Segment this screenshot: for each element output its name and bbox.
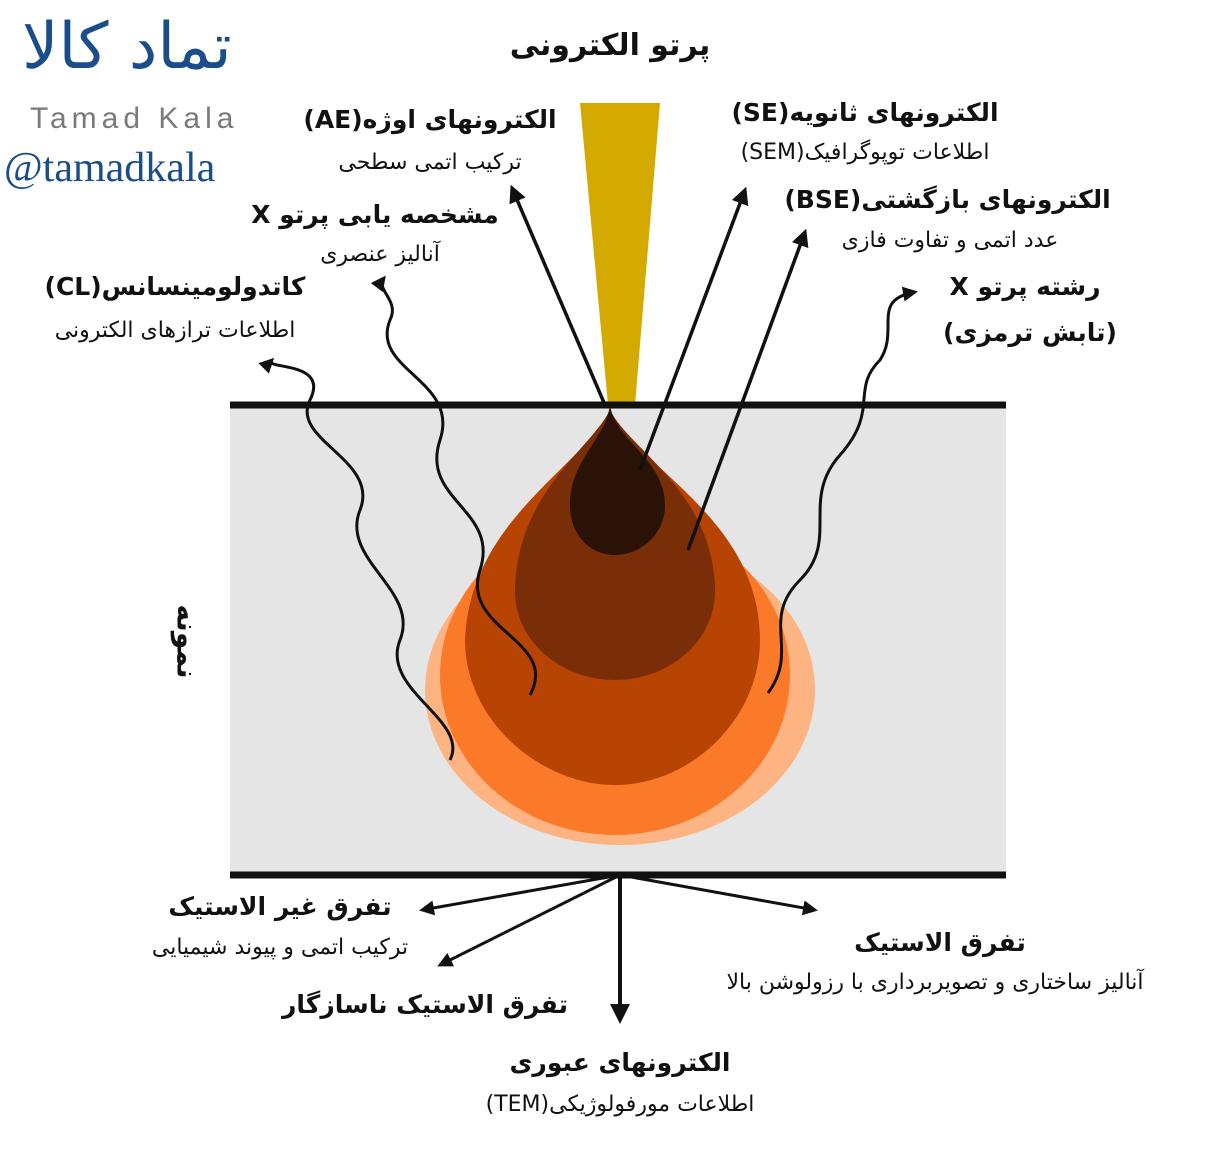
xray-char-info: آنالیز عنصری	[320, 242, 440, 267]
bse-label: الکترونهای بازگشتی(BSE)	[784, 185, 1111, 214]
bse-info: عدد اتمی و تفاوت فازی	[841, 228, 1059, 253]
arrow-elastic	[619, 873, 818, 916]
se-info: اطلاعات توپوگرافیک(SEM)	[740, 140, 990, 165]
logo-handle: @tamadkala	[4, 145, 216, 191]
arrow-incoherent	[437, 873, 621, 967]
logo-latin: Tamad Kala	[30, 102, 239, 135]
cl-info: اطلاعات ترازهای الکترونی	[54, 318, 296, 343]
elastic-label: تفرق الاستیک	[854, 928, 1026, 957]
se-label: الکترونهای ثانویه(SE)	[731, 98, 999, 127]
electron-beam	[580, 103, 660, 405]
sample-label: نمونه	[170, 604, 204, 679]
arrow-auger	[509, 184, 607, 406]
cl-label: کاتدولومینسانس(CL)	[44, 272, 306, 301]
arrow-se	[638, 186, 749, 471]
wave-brems	[766, 286, 918, 694]
xray-char-label: مشخصه یابی پرتو X	[251, 200, 499, 229]
arrow-bse	[686, 228, 809, 551]
diagram-title: پرتو الکترونی	[509, 28, 711, 63]
transmitted-info: اطلاعات مورفولوژیکی(TEM)	[485, 1092, 755, 1117]
brems-info: (تابش ترمزی)	[943, 318, 1117, 347]
logo-text: تماد کالا	[22, 10, 232, 84]
inelastic-info: ترکیب اتمی و پیوند شیمیایی	[151, 935, 409, 960]
auger-label: الکترونهای اوژه(AE)	[303, 105, 557, 134]
brems-label: رشته پرتو X	[949, 272, 1101, 301]
elastic-info: آنالیز ساختاری و تصویربرداری با رزولوشن …	[726, 970, 1144, 995]
arrow-inelastic	[419, 873, 621, 916]
zone-top	[570, 405, 665, 555]
transmitted-label: الکترونهای عبوری	[509, 1048, 731, 1077]
wave-cl	[258, 357, 455, 761]
wave-xray-char	[370, 275, 538, 696]
incoherent-label: تفرق الاستیک ناسازگار	[282, 990, 568, 1019]
inelastic-label: تفرق غیر الاستیک	[168, 892, 392, 921]
auger-info: ترکیب اتمی سطحی	[338, 150, 522, 175]
